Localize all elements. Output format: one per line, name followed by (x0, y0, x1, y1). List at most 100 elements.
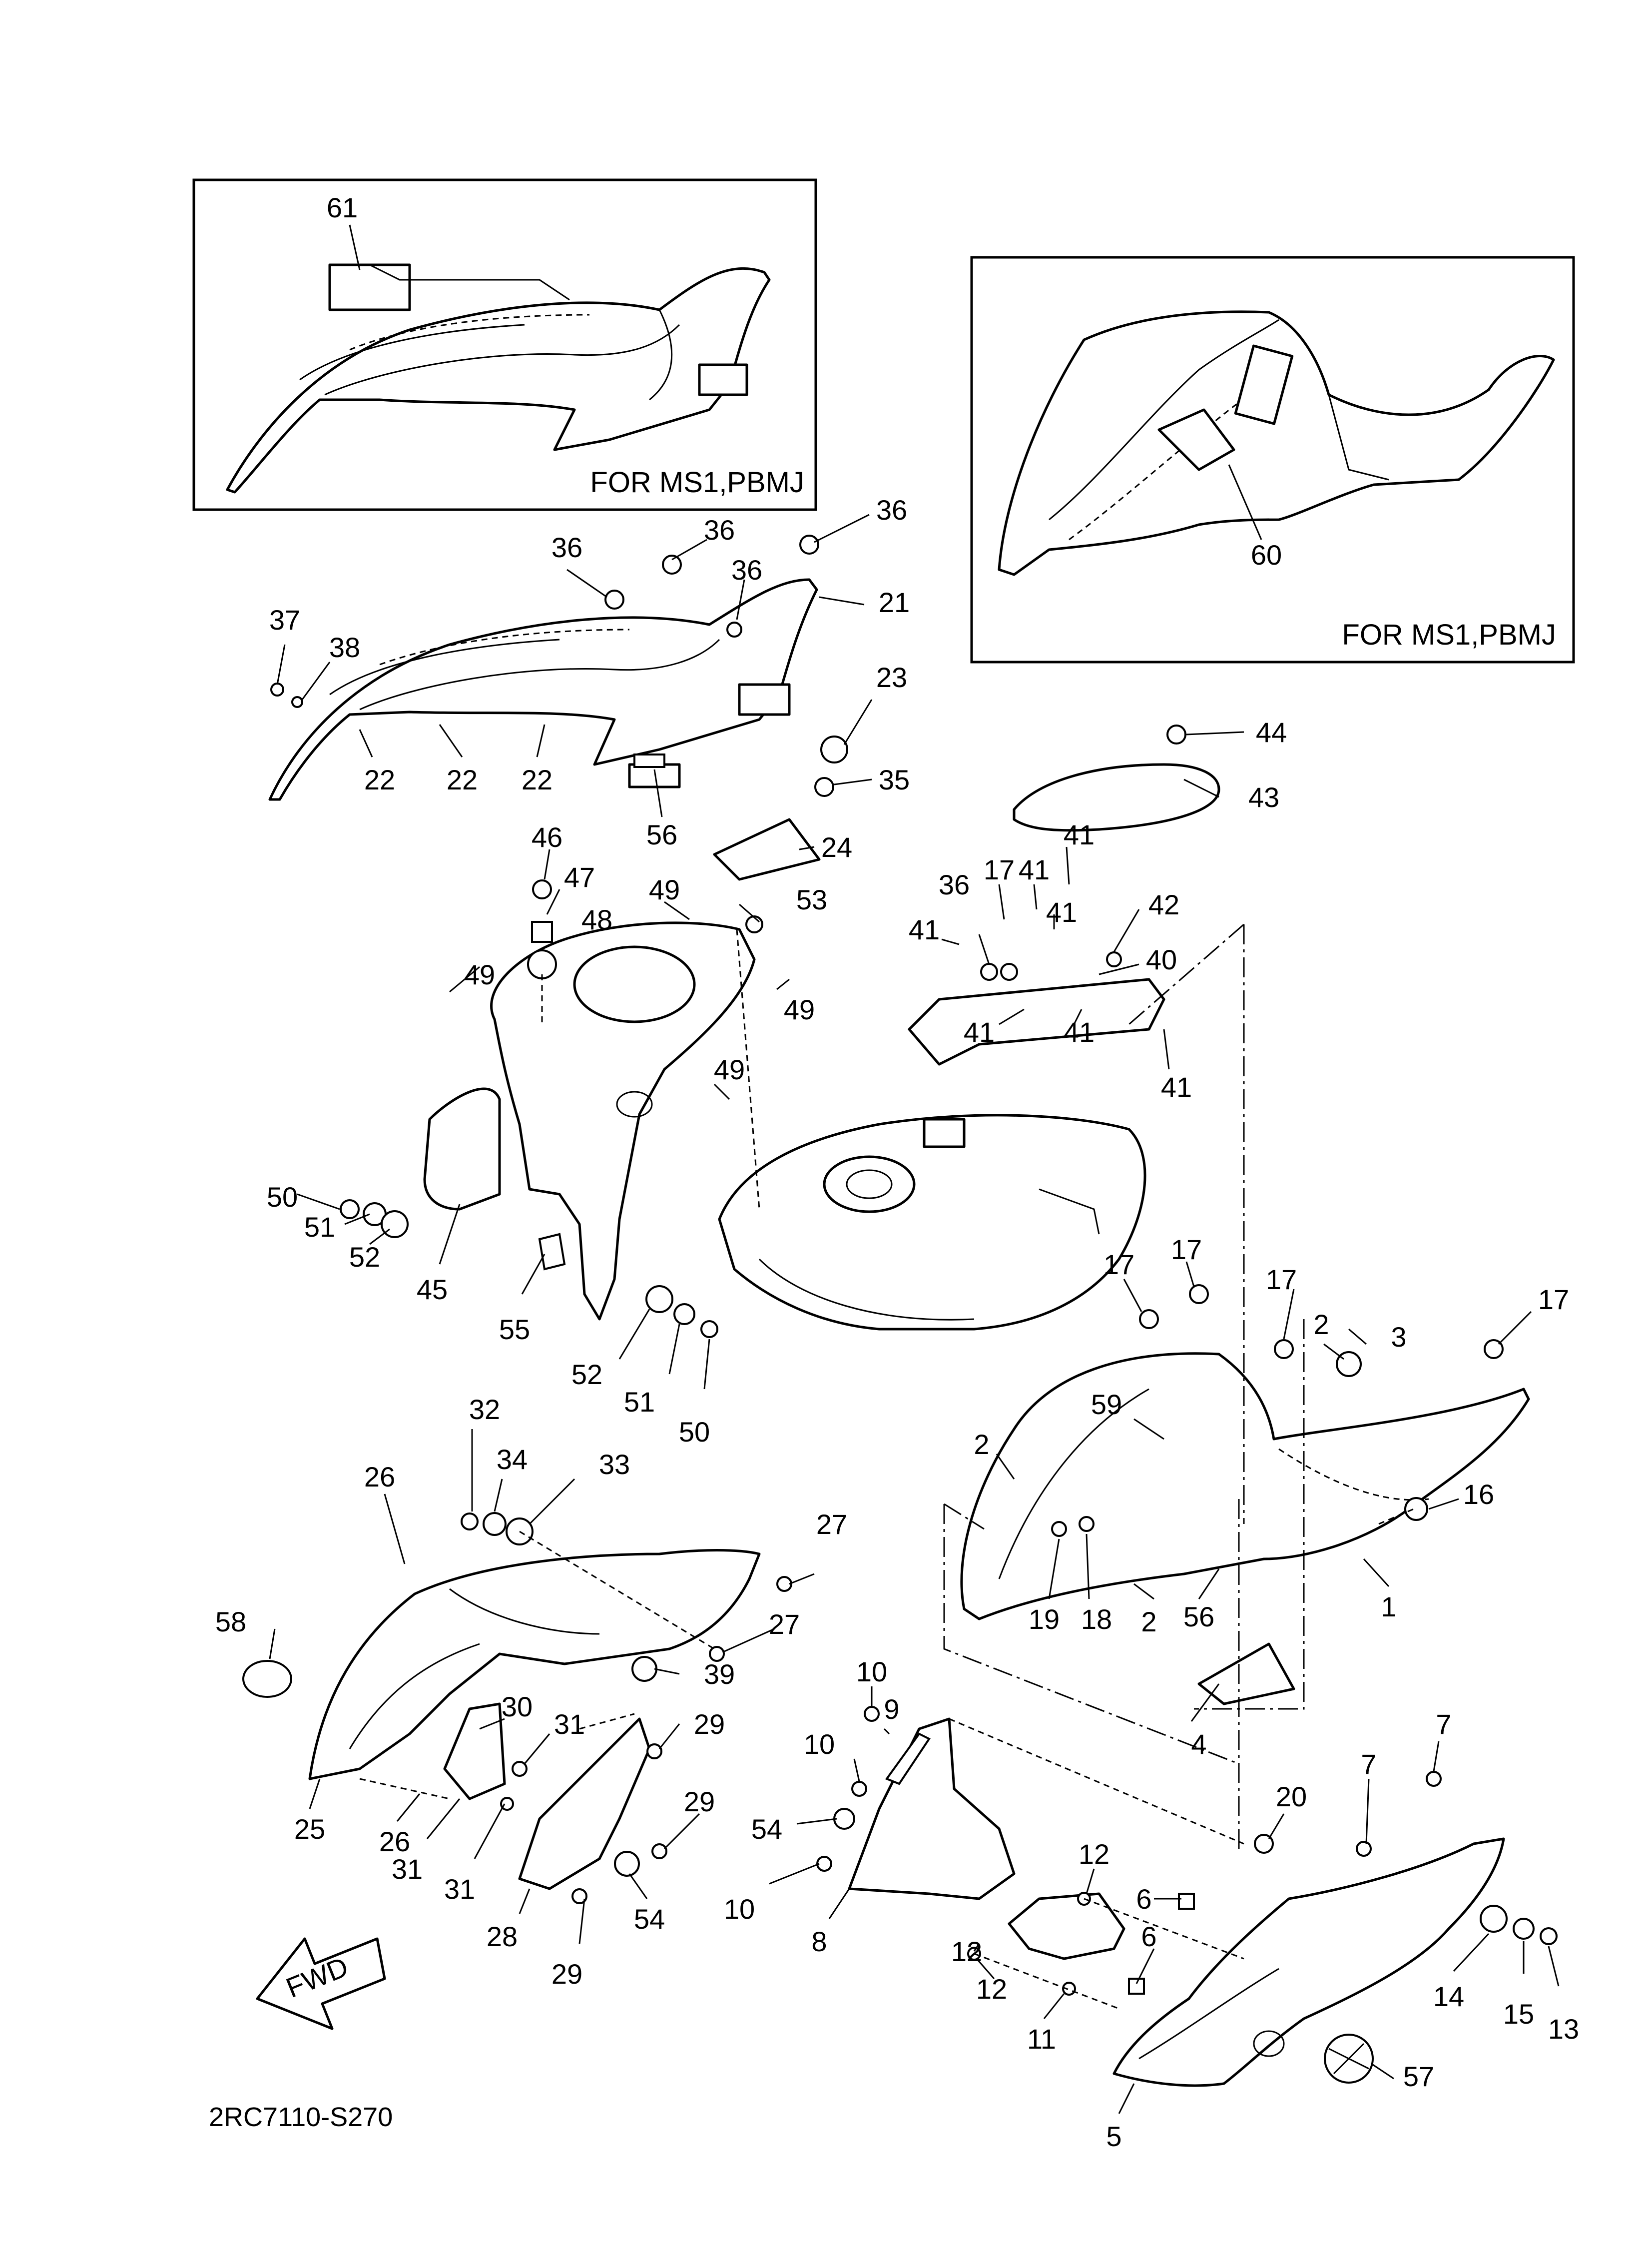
callout-4: 4 (1191, 1728, 1206, 1760)
callout-53: 53 (796, 884, 827, 915)
callout-21: 21 (879, 587, 910, 618)
callout-41: 41 (1161, 1071, 1192, 1103)
callout-30: 30 (502, 1691, 533, 1722)
lower-cowl-5 (1112, 1837, 1505, 2087)
side-cover-1 (960, 1352, 1530, 1620)
callout-52: 52 (349, 1241, 380, 1273)
callout-50: 50 (267, 1181, 298, 1213)
callout-7: 7 (1436, 1708, 1451, 1740)
callout-56: 56 (646, 819, 677, 850)
callout-15: 15 (1503, 1998, 1534, 2030)
callout-17: 17 (1171, 1234, 1202, 1265)
callout-61: 61 (327, 192, 358, 223)
callout-14: 14 (1433, 1981, 1464, 2012)
inset-left-cover-drawing (226, 263, 771, 494)
decal-4 (1197, 1642, 1295, 1705)
callout-52: 52 (571, 1359, 602, 1390)
callout-26: 26 (364, 1461, 395, 1493)
plug-57 (1324, 2034, 1374, 2084)
decal-60 (1157, 408, 1235, 471)
callout-47: 47 (564, 861, 595, 893)
leader-lines (269, 224, 1560, 2114)
lower-cover-25 (308, 1549, 761, 1780)
callout-2: 2 (974, 1429, 989, 1460)
callout-36: 36 (551, 532, 582, 563)
callout-17: 17 (984, 854, 1015, 885)
bracket-40 (908, 978, 1165, 1066)
hardware-fasteners (270, 535, 1558, 1996)
callout-20: 20 (1276, 1781, 1307, 1812)
callout-29: 29 (684, 1786, 715, 1817)
callout-1: 1 (1381, 1591, 1396, 1622)
callout-12: 12 (951, 1936, 982, 1967)
callout-7: 7 (1361, 1748, 1376, 1780)
upper-side-cover-drawing (268, 578, 818, 801)
callout-labels: 61 60 36 36 36 36 37 38 21 23 35 22 22 2… (215, 192, 1579, 2152)
callout-27: 27 (816, 1508, 847, 1540)
callout-13: 13 (1548, 2013, 1579, 2045)
callout-34: 34 (497, 1444, 528, 1475)
inset-caption-right: FOR MS1,PBMJ (1342, 619, 1556, 651)
callout-31: 31 (392, 1853, 423, 1885)
callout-41: 41 (964, 1016, 995, 1048)
callout-6: 6 (1141, 1921, 1156, 1952)
callout-3: 3 (1391, 1321, 1406, 1353)
callout-38: 38 (329, 632, 360, 663)
callout-51: 51 (624, 1386, 655, 1418)
callout-59: 59 (1091, 1389, 1122, 1420)
callout-49: 49 (649, 874, 680, 905)
callout-32: 32 (469, 1394, 500, 1425)
callout-60: 60 (1251, 539, 1282, 571)
callout-31: 31 (444, 1873, 475, 1905)
callout-16: 16 (1463, 1479, 1494, 1510)
inset-right-cover-drawing (998, 310, 1555, 576)
callout-49: 49 (464, 959, 495, 990)
callout-50: 50 (679, 1416, 710, 1448)
forward-arrow: FWD (256, 1937, 386, 2030)
callout-8: 8 (811, 1926, 827, 1957)
bracket-30 (443, 1702, 506, 1800)
bracket-11 (1008, 1892, 1125, 1960)
callout-24: 24 (821, 831, 852, 863)
callout-44: 44 (1256, 717, 1287, 748)
callout-49: 49 (714, 1054, 745, 1085)
callout-35: 35 (879, 764, 910, 795)
callout-29: 29 (551, 1958, 582, 1990)
callout-6: 6 (1136, 1883, 1151, 1915)
callout-22: 22 (364, 764, 395, 795)
callout-40: 40 (1146, 944, 1177, 975)
callout-25: 25 (294, 1813, 325, 1845)
drawing-code: 2RC7110-S270 (209, 2102, 393, 2132)
callout-41: 41 (1046, 896, 1077, 928)
grommet-58 (242, 1660, 292, 1698)
callout-18: 18 (1081, 1603, 1112, 1635)
callout-22: 22 (522, 764, 552, 795)
callout-26: 26 (379, 1826, 410, 1857)
callout-54: 54 (634, 1903, 665, 1935)
callout-39: 39 (704, 1658, 735, 1690)
callout-41: 41 (1064, 1016, 1095, 1048)
callout-41: 41 (1019, 854, 1050, 885)
callout-41: 41 (1064, 819, 1095, 850)
callout-17: 17 (1103, 1249, 1134, 1280)
inset-frame-right (970, 256, 1575, 664)
callout-58: 58 (215, 1606, 246, 1637)
inset-frame-left (192, 178, 817, 511)
inner-cover-8 (848, 1717, 1016, 1900)
callout-41: 41 (909, 914, 940, 945)
callout-46: 46 (532, 821, 562, 853)
callout-11: 11 (1027, 2023, 1056, 2055)
callout-56: 56 (1183, 1601, 1214, 1632)
callout-48: 48 (581, 904, 612, 935)
callout-22: 22 (447, 764, 478, 795)
callout-36: 36 (731, 554, 762, 586)
callout-51: 51 (304, 1211, 335, 1243)
callout-42: 42 (1148, 889, 1179, 920)
inset-caption-left: FOR MS1,PBMJ (590, 466, 804, 499)
callout-36: 36 (876, 494, 907, 526)
callout-45: 45 (417, 1274, 448, 1305)
callout-23: 23 (876, 662, 907, 693)
callout-10: 10 (804, 1728, 835, 1760)
callout-43: 43 (1248, 781, 1279, 813)
callout-2: 2 (1313, 1309, 1329, 1340)
